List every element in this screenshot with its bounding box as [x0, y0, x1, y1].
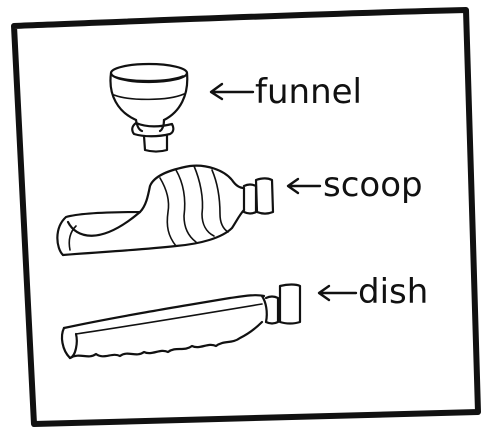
- funnel-drawing: [109, 62, 189, 153]
- dish-arrow-icon: [317, 284, 358, 302]
- scoop-label: scoop: [323, 165, 423, 205]
- dish-label: dish: [358, 272, 428, 312]
- funnel-arrow-icon: [209, 82, 255, 101]
- funnel-callout: funnel: [209, 72, 362, 112]
- scoop-drawing: [56, 164, 275, 257]
- drawing-frame: [11, 7, 481, 427]
- dish-callout: dish: [317, 272, 428, 312]
- scoop-callout: scoop: [286, 165, 423, 205]
- funnel-label: funnel: [255, 72, 362, 112]
- scoop-arrow-icon: [286, 177, 322, 195]
- dish-drawing: [60, 283, 302, 360]
